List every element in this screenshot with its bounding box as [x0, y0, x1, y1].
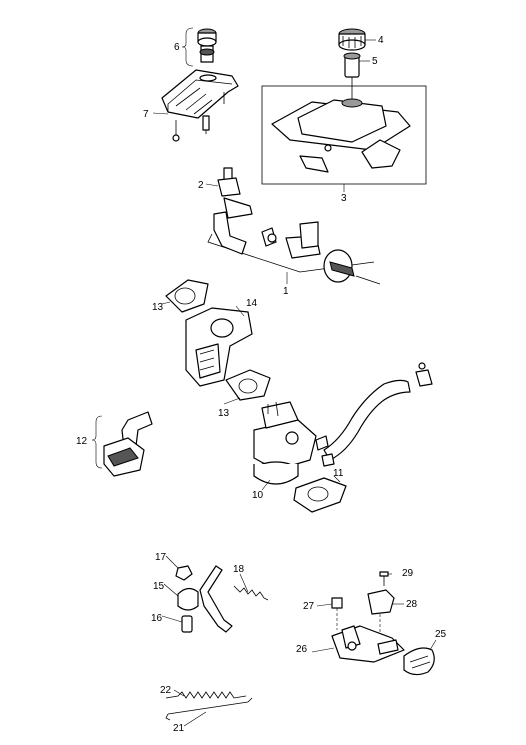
callout-2: 2 [198, 180, 204, 191]
callout-15: 15 [153, 581, 165, 592]
part-13-gasket-lower [223, 369, 271, 405]
part-17-nut [165, 555, 193, 581]
part-28-switch [367, 589, 395, 636]
callout-1: 1 [283, 286, 289, 297]
callout-17: 17 [155, 552, 167, 563]
callout-29: 29 [402, 568, 414, 579]
part-2-fuel-valve [205, 167, 241, 197]
callout-14: 14 [246, 298, 258, 309]
breather-hose [321, 362, 433, 467]
part-16-pin [161, 615, 193, 633]
callout-labels: 1 2 3 4 5 6 7 10 11 12 13 13 14 15 16 17… [76, 35, 447, 734]
callout-7: 7 [143, 109, 149, 120]
callout-3: 3 [341, 193, 347, 204]
part-27-screw [331, 597, 343, 630]
callout-22: 22 [160, 685, 172, 696]
part-26-control-bracket [331, 625, 405, 663]
part-13-gasket-upper [161, 279, 209, 313]
callout-6: 6 [174, 42, 180, 53]
leader-lines [173, 573, 404, 727]
part-4-tank-cap [338, 28, 376, 51]
callout-28: 28 [406, 599, 418, 610]
part-10-carburetor [253, 401, 329, 491]
part-18-spring [233, 573, 269, 601]
part-15-throttle-lever [163, 565, 233, 633]
callout-27: 27 [303, 601, 315, 612]
part-11-gasket [293, 475, 347, 513]
callout-4: 4 [378, 35, 384, 46]
part-12-elbow-assembly [91, 411, 153, 477]
callout-10: 10 [252, 490, 264, 501]
part-25-knob [403, 639, 437, 676]
callout-11: 11 [333, 468, 344, 479]
part-29-screw [379, 571, 389, 586]
part-1-fuel-line-assembly [207, 197, 381, 285]
part-6-fuel-cap-assembly [181, 27, 217, 67]
part-7-bracket [152, 69, 239, 142]
part-22-governor-spring [165, 691, 247, 699]
part-21-governor-rod [165, 697, 253, 721]
callout-16: 16 [151, 613, 163, 624]
part-14-insulator [185, 305, 253, 387]
callout-18: 18 [233, 564, 245, 575]
callout-26: 26 [296, 644, 308, 655]
callout-21: 21 [173, 723, 185, 734]
callout-25: 25 [435, 629, 447, 640]
part-5-fuel-strainer [343, 52, 370, 100]
callout-13b: 13 [218, 408, 230, 419]
callout-5: 5 [372, 56, 378, 67]
callout-13a: 13 [152, 302, 164, 313]
callout-12: 12 [76, 436, 88, 447]
part-3-fuel-tank [261, 85, 427, 192]
